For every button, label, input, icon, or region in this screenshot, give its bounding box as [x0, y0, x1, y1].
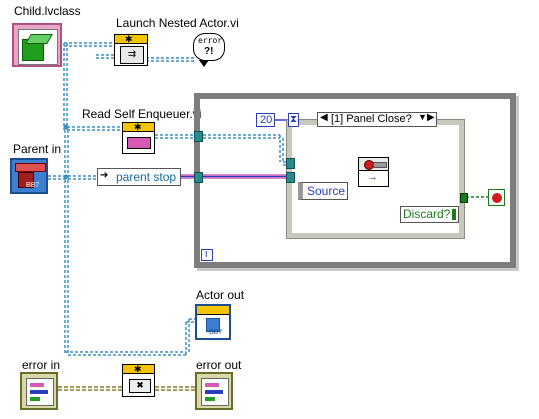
case-tunnel-1 — [286, 158, 295, 169]
case-selector-label: [1] Panel Close? — [331, 113, 412, 125]
loop-tunnel-1 — [194, 131, 203, 142]
cube-icon — [206, 318, 220, 332]
right-arrow-icon[interactable]: ▶ — [427, 112, 435, 123]
enqueuer-icon — [127, 137, 151, 149]
discard-terminal[interactable]: Discard? — [400, 206, 459, 223]
gear-icon: ✱ — [134, 122, 142, 132]
hourglass-icon: ⧗ — [290, 114, 298, 125]
error-glyph-text: error — [198, 36, 223, 45]
error-handler-node[interactable]: error ?! — [193, 33, 225, 61]
launch-nested-actor-subvi[interactable]: ✱ ⇉ — [114, 34, 148, 66]
gear-icon: ✱ — [134, 364, 142, 374]
arrow-right-icon: → — [367, 171, 378, 183]
discard-tunnel — [460, 193, 468, 203]
error-in-terminal[interactable] — [20, 372, 58, 410]
label-launch-nested: Launch Nested Actor.vi — [116, 16, 239, 30]
timeout-constant[interactable]: 20 — [256, 113, 275, 127]
label-child-class: Child.lvclass — [14, 4, 81, 18]
stop-sign-icon — [492, 193, 502, 203]
loop-stop-terminal[interactable] — [488, 189, 505, 206]
error-out-terminal[interactable] — [195, 372, 233, 410]
label-actor-out: Actor out — [196, 288, 245, 302]
queue-icon: ✖ — [129, 379, 151, 393]
case-tunnel-2 — [286, 172, 295, 183]
actor-out-indicator[interactable]: BB7 — [195, 304, 231, 340]
label-parent-in: Parent in — [13, 142, 62, 156]
error-glyph-symbol: ?! — [204, 46, 214, 57]
parent-stop-text: parent stop — [116, 170, 177, 184]
dropdown-arrow-icon[interactable]: ▼ — [418, 112, 427, 122]
loop-tunnel-2 — [194, 172, 203, 183]
error-merge-subvi[interactable]: ✱ ✖ — [122, 364, 155, 397]
timeout-terminal: ⧗ — [288, 113, 299, 127]
actor-icon — [18, 172, 34, 188]
terminal-code: BB7 — [209, 329, 223, 336]
label-error-in: error in — [22, 358, 61, 372]
parent-in-terminal[interactable]: BB7 — [10, 158, 48, 194]
case-selector[interactable]: ◀ [1] Panel Close? ▼ ▶ — [317, 112, 437, 127]
send-stop-node[interactable]: → — [358, 157, 389, 187]
read-self-enqueuer-subvi[interactable]: ✱ — [122, 122, 155, 154]
label-error-out: error out — [196, 358, 242, 372]
discard-label: Discard? — [403, 207, 451, 221]
loop-iteration-terminal: i — [201, 248, 213, 261]
gear-icon: ✱ — [125, 34, 133, 44]
launch-arrow-icon: ⇉ — [120, 46, 144, 64]
child-class-constant[interactable] — [12, 23, 62, 67]
source-label: Source — [307, 184, 346, 198]
event-data-node[interactable]: Source — [298, 182, 348, 200]
left-arrow-icon[interactable]: ◀ — [320, 112, 328, 123]
terminal-code: BB7 — [26, 182, 40, 189]
arrow-right-icon: ➔ — [100, 170, 109, 181]
label-read-self-enqueuer: Read Self Enqueuer.vi — [82, 107, 202, 121]
parent-stop-constant[interactable]: ➔ parent stop — [97, 168, 181, 186]
